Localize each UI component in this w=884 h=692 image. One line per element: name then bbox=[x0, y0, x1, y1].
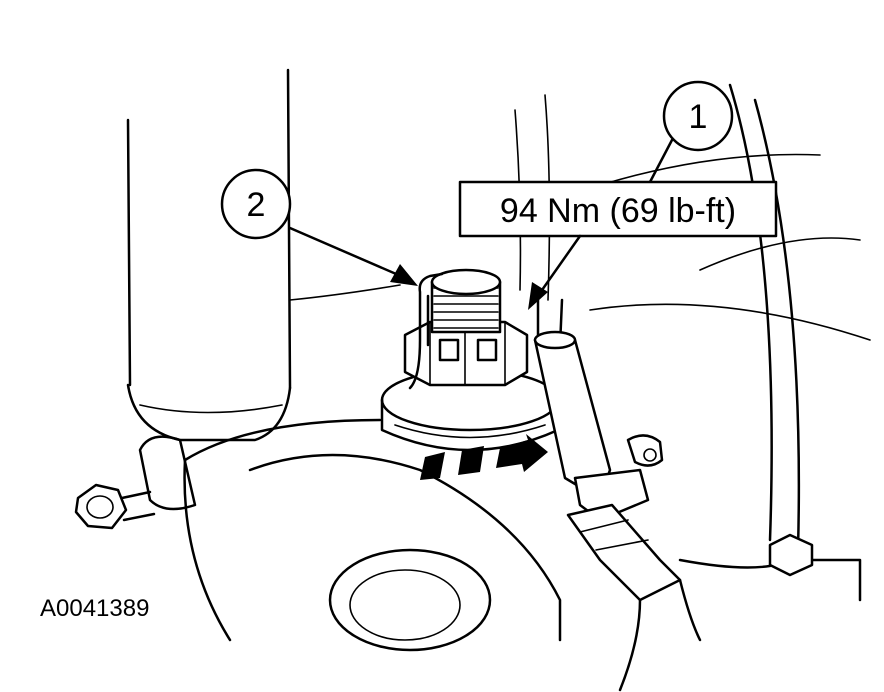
callout-2-number: 2 bbox=[247, 186, 266, 224]
callout-2-circle bbox=[220, 168, 292, 240]
background-structure bbox=[126, 68, 871, 602]
steering-knuckle bbox=[74, 418, 562, 652]
cotter-pin bbox=[408, 272, 444, 390]
callout-1: 1 94 Nm (69 lb-ft) bbox=[458, 80, 778, 310]
callout-1-number: 1 bbox=[689, 98, 708, 136]
figure-id-label: A0041389 bbox=[40, 595, 149, 622]
ball-joint-assembly bbox=[380, 268, 560, 480]
torque-spec-label: 94 Nm (69 lb-ft) bbox=[500, 192, 736, 230]
sensor-cable bbox=[533, 298, 702, 692]
callout-2: 2 bbox=[220, 168, 418, 286]
callout-1-circle bbox=[662, 80, 734, 152]
torque-spec-box bbox=[458, 180, 778, 238]
